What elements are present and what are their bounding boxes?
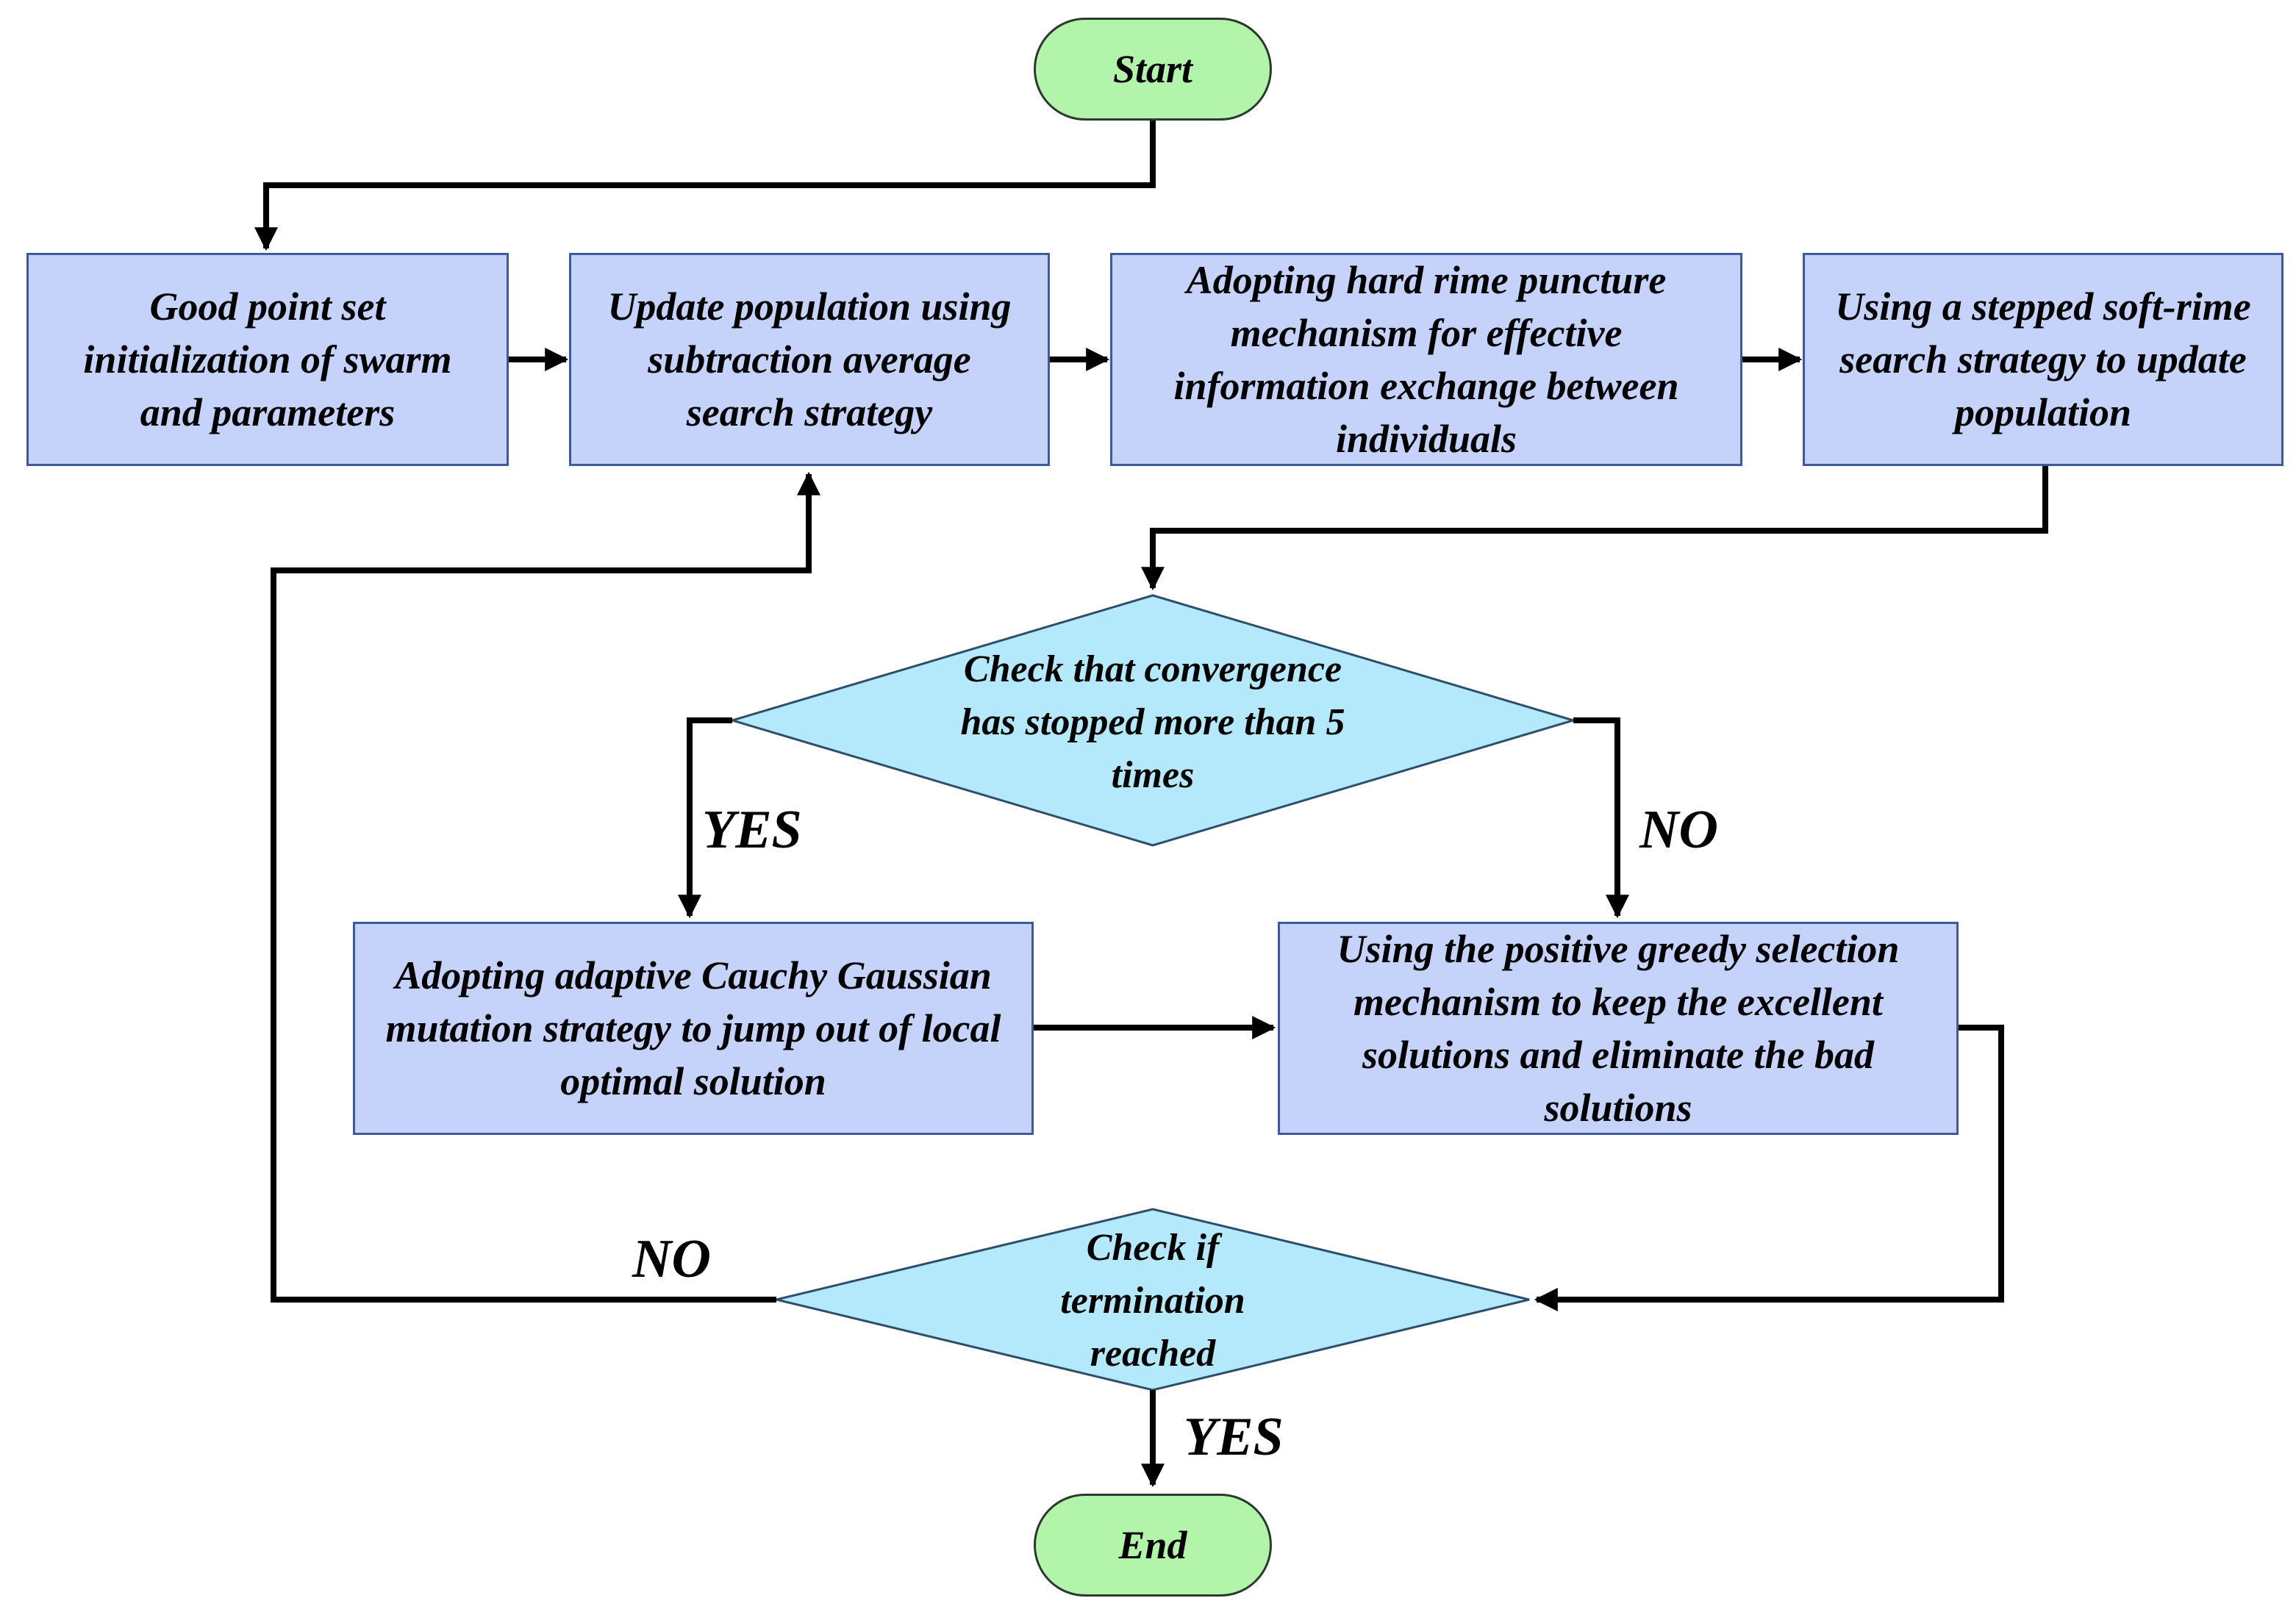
start-node: Start xyxy=(1034,18,1272,121)
soft-rime-process: Using a stepped soft-rime search strateg… xyxy=(1803,253,2284,466)
convergence-no-label: NO xyxy=(1639,800,1718,860)
convergence-yes-label: YES xyxy=(702,800,802,860)
update-population-process: Update population using subtraction aver… xyxy=(569,253,1050,466)
hard-rime-process: Adopting hard rime puncture mechanism fo… xyxy=(1110,253,1742,466)
check-termination-decision: Check if termination reached xyxy=(1060,1227,1245,1375)
end-node: End xyxy=(1034,1494,1272,1597)
edge-soft-rime-to-convergence xyxy=(1141,466,2048,591)
termination-yes-label: YES xyxy=(1184,1407,1284,1467)
edge-termination-no xyxy=(271,471,820,1303)
greedy-selection-process: Using the positive greedy selection mech… xyxy=(1278,922,1959,1135)
termination-no-label: NO xyxy=(632,1229,711,1289)
mutation-process: Adopting adaptive Cauchy Gaussian mutati… xyxy=(353,922,1034,1135)
init-process: Good point set initialization of swarm a… xyxy=(26,253,509,466)
check-convergence-decision: Check that convergence has stopped more … xyxy=(960,648,1345,796)
edge-greedy-to-termination xyxy=(1534,1025,2004,1311)
edge-convergence-no xyxy=(1573,717,1629,919)
edge-start-to-init xyxy=(254,121,1156,251)
decision-shape-convergence xyxy=(728,594,1578,847)
edge-convergence-yes xyxy=(678,717,732,919)
